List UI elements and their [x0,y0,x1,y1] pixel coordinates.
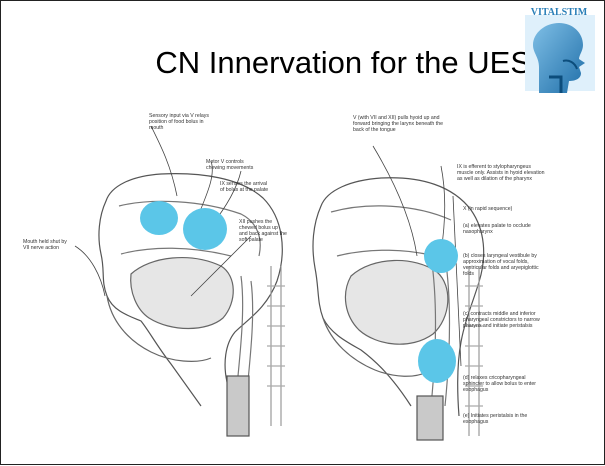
left-label-sensory: Sensory input via V relays position of f… [149,113,215,131]
left-highlight-oral [140,201,178,235]
right-label-ix: IX is efferent to stylopharyngeus muscle… [457,164,545,182]
logo-text: VITALSTIM [519,7,599,18]
logo-graphic [519,7,599,93]
anatomy-illustration [1,106,605,466]
right-label-v: V (with VII and XII) pulls hyoid up and … [353,115,455,133]
right-label-c: (c) contracts middle and inferior pharyn… [463,311,541,329]
right-label-e: (e) Initiates peristalsis in the esophag… [463,413,535,425]
right-label-d: (d) relaxes cricopharyngeal sphincter to… [463,375,539,393]
left-label-ix: IX senses the arrival of bolus at the pa… [220,181,270,193]
left-label-motor-v: Motor V controls chewing movements [206,159,258,171]
right-label-b: (b) closes laryngeal vestibule by approx… [463,253,543,277]
right-highlight-upper [424,239,458,273]
slide-title: CN Innervation for the UES [1,45,531,81]
left-label-vii: Mouth held shut by VII nerve action [23,239,71,251]
left-label-xii: XII pushes the chewed bolus up and back … [239,219,287,243]
slide-title-text: CN Innervation for the UES [155,45,531,81]
vitalstim-logo: VITALSTIM [519,7,599,93]
right-label-x: X (in rapid sequence) [463,206,533,212]
left-highlight-palate [183,208,227,250]
right-highlight-middle [418,339,456,383]
right-label-a: (a) elevates palate to occlude nasophary… [463,223,535,235]
